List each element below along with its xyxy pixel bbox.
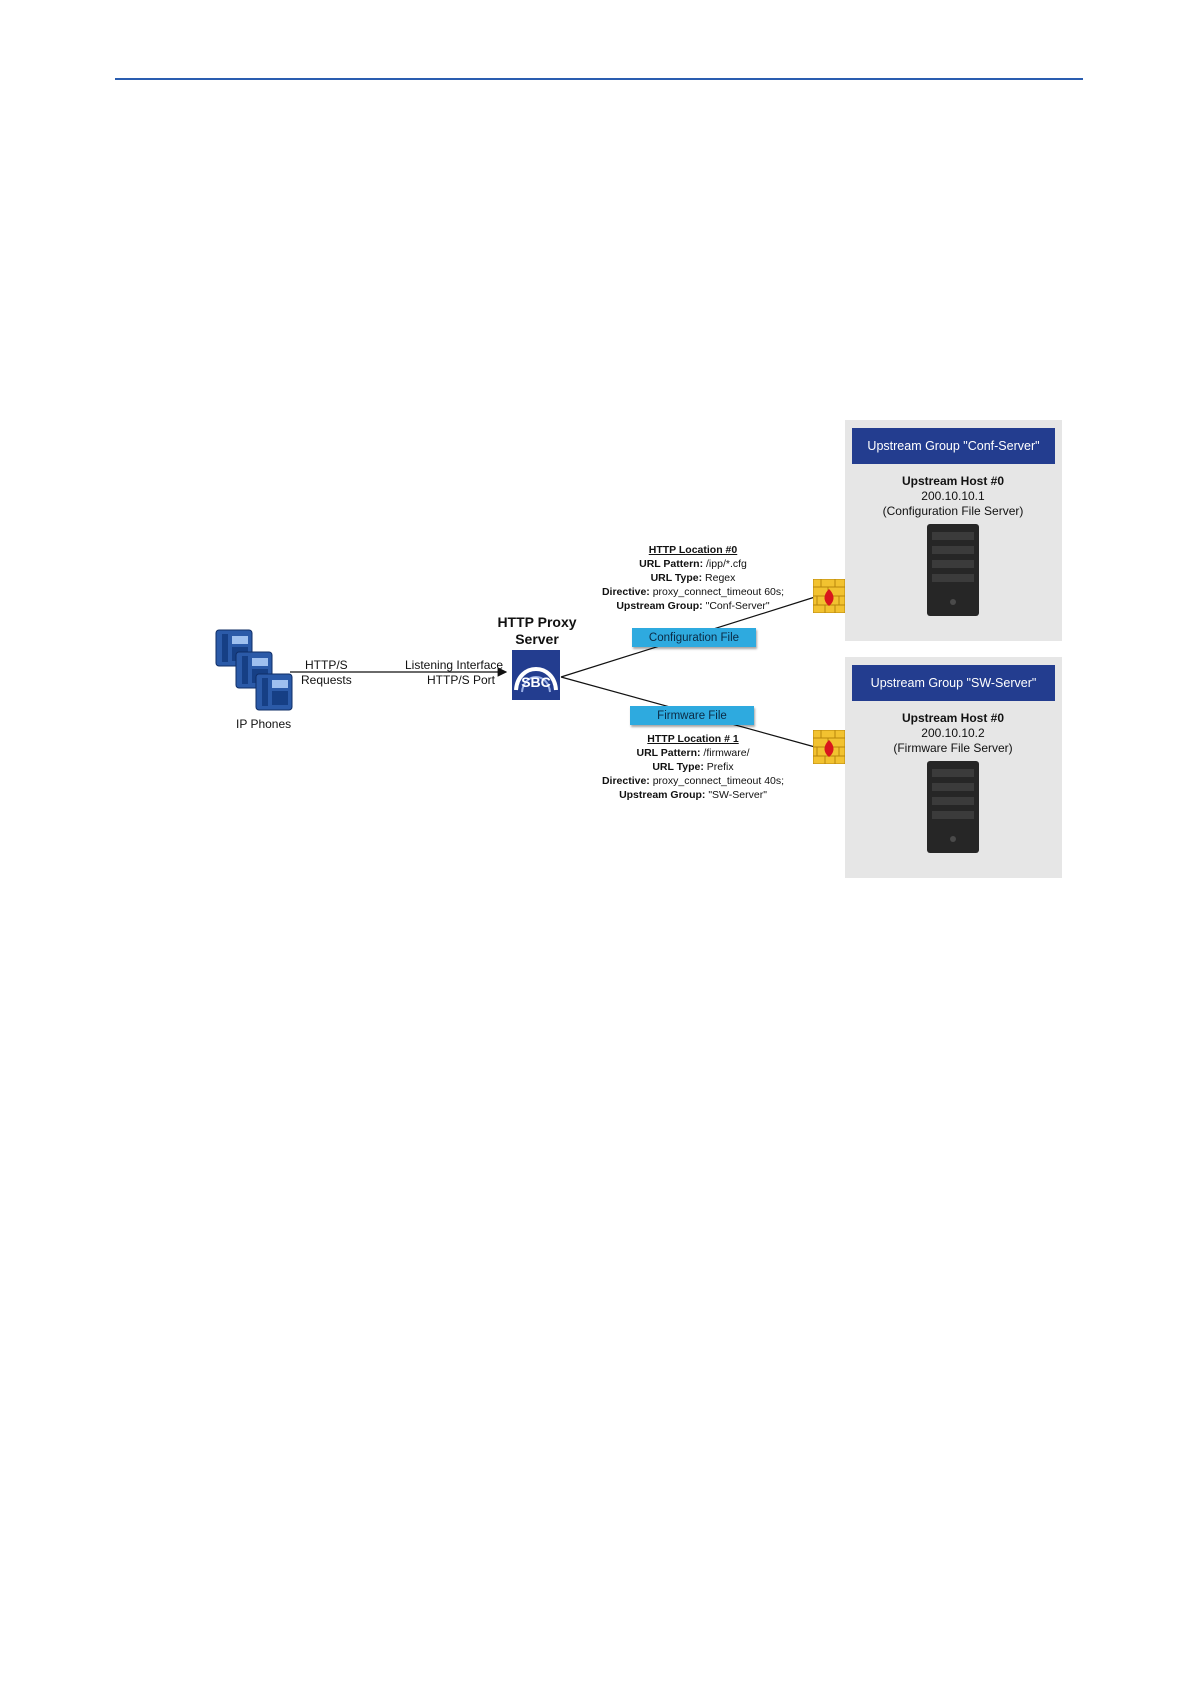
upstream-group-conf-header: Upstream Group "Conf-Server": [852, 428, 1055, 464]
host-sw-title: Upstream Host #0: [901, 711, 1005, 725]
host-sw-desc: (Firmware File Server): [893, 741, 1013, 755]
requests-label-line1: HTTP/S: [305, 658, 348, 672]
host-conf-desc: (Configuration File Server): [882, 504, 1024, 518]
ip-phones-label: IP Phones: [236, 717, 292, 731]
location0-url-pattern: URL Pattern: /ipp/*.cfg: [639, 558, 747, 570]
proxy-title: HTTP Proxy Server: [477, 614, 597, 648]
header-rule: [115, 78, 1083, 80]
location0-directive: Directive: proxy_connect_timeout 60s;: [601, 586, 785, 598]
server-icon-conf: [927, 524, 979, 616]
location1-directive: Directive: proxy_connect_timeout 40s;: [601, 775, 785, 787]
firewall-icon-config: [812, 578, 846, 614]
location0-url-type: URL Type: Regex: [650, 572, 736, 584]
firewall-icon-firmware: [812, 729, 846, 765]
host-conf-ip: 200.10.10.1: [921, 489, 985, 503]
configuration-file-label: Configuration File: [632, 628, 756, 647]
http-location-1: HTTP Location # 1 URL Pattern: /firmware…: [563, 732, 823, 802]
https-port-label: HTTP/S Port: [427, 673, 496, 687]
listening-interface-label: Listening Interface: [405, 658, 504, 672]
location1-title: HTTP Location # 1: [647, 733, 739, 745]
location1-url-type: URL Type: Prefix: [652, 761, 734, 773]
upstream-host-conf: Upstream Host #0 200.10.10.1 (Configurat…: [843, 474, 1063, 519]
location0-title: HTTP Location #0: [648, 544, 738, 556]
host-sw-ip: 200.10.10.2: [921, 726, 985, 740]
upstream-group-conf-panel: Upstream Group "Conf-Server" Upstream Ho…: [845, 420, 1062, 641]
proxy-title-line1: HTTP Proxy: [497, 614, 577, 630]
requests-label-line2: Requests: [301, 673, 352, 687]
upstream-group-sw-header: Upstream Group "SW-Server": [852, 665, 1055, 701]
proxy-title-line2: Server: [515, 631, 559, 647]
location1-url-pattern: URL Pattern: /firmware/: [636, 747, 750, 759]
upstream-host-sw: Upstream Host #0 200.10.10.2 (Firmware F…: [843, 711, 1063, 756]
server-icon-sw: [927, 761, 979, 853]
upstream-group-sw-panel: Upstream Group "SW-Server" Upstream Host…: [845, 657, 1062, 878]
ip-phones-icon: [214, 628, 294, 714]
sbc-icon: SBC: [512, 650, 560, 700]
location1-upstream-group: Upstream Group: "SW-Server": [619, 789, 767, 801]
sbc-label: SBC: [521, 674, 551, 690]
location0-upstream-group: Upstream Group: "Conf-Server": [616, 600, 770, 612]
firmware-file-label: Firmware File: [630, 706, 754, 725]
phone-icon: [255, 673, 293, 711]
http-location-0: HTTP Location #0 URL Pattern: /ipp/*.cfg…: [563, 543, 823, 613]
host-conf-title: Upstream Host #0: [901, 474, 1005, 488]
